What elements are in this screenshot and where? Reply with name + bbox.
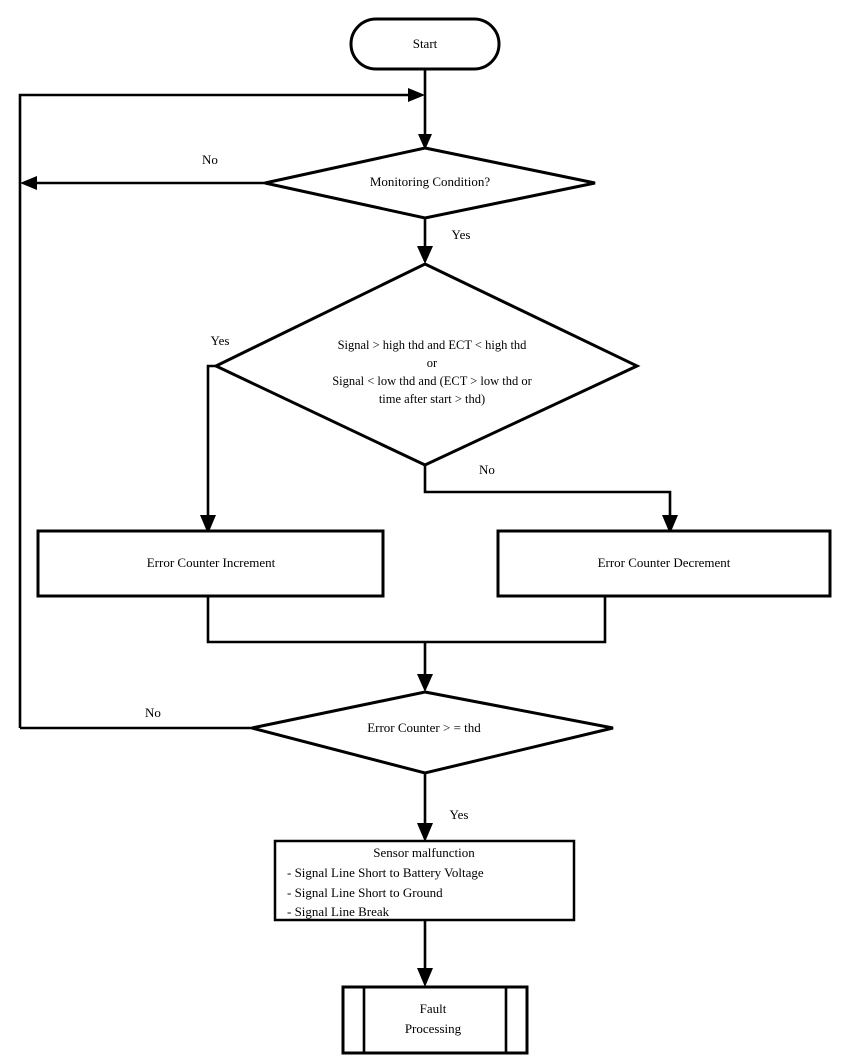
node-start-label: Start [413, 36, 438, 51]
node-signal-check-line1: Signal > high thd and ECT < high thd [338, 338, 528, 352]
edge-label-signal-yes: Yes [211, 333, 230, 348]
arrowhead-monitoring-no [20, 176, 37, 190]
edge-label-monitoring-no: No [202, 152, 218, 167]
node-error-counter-decrement-label: Error Counter Decrement [598, 555, 731, 570]
node-monitoring-condition-shape [264, 146, 596, 220]
arrowhead-start-to-monitoring [418, 134, 432, 150]
edge-label-monitoring-yes: Yes [452, 227, 471, 242]
node-fault-processing-line1: Fault [420, 1001, 447, 1016]
arrowhead-malfunction-to-fault [417, 968, 433, 987]
node-sensor-malfunction-item-2: - Signal Line Short to Ground [287, 885, 443, 900]
node-signal-check-line4: time after start > thd) [379, 392, 485, 406]
connector-signal-yes [206, 364, 238, 522]
node-sensor-malfunction-shape [273, 839, 576, 922]
node-error-counter-threshold-shape [251, 690, 614, 775]
edge-label-signal-no: No [479, 462, 495, 477]
node-sensor-malfunction-item-1: - Signal Line Short to Battery Voltage [287, 865, 484, 880]
node-sensor-malfunction-item-3: - Signal Line Break [287, 904, 390, 919]
node-signal-check-line3: Signal < low thd and (ECT > low thd or [332, 374, 532, 388]
connector-counter-merge-rail [206, 596, 607, 644]
node-monitoring-condition-label: Monitoring Condition? [370, 174, 490, 189]
arrowhead-signal-yes [200, 515, 216, 534]
edge-label-threshold-yes: Yes [450, 807, 469, 822]
arrowhead-threshold-yes [417, 823, 433, 842]
node-start-shape [349, 17, 501, 71]
node-error-counter-decrement-shape [496, 529, 832, 598]
node-error-counter-increment-shape [36, 529, 385, 598]
node-fault-processing-line2: Processing [405, 1021, 462, 1036]
node-sensor-malfunction-title: Sensor malfunction [373, 845, 475, 860]
node-signal-check-shape [212, 262, 641, 467]
connector-signal-no [423, 465, 672, 522]
arrowhead-return-to-start-line [408, 88, 425, 102]
arrowhead-monitoring-yes [417, 246, 433, 264]
node-fault-processing-shape [341, 985, 529, 1055]
edge-label-threshold-no: No [145, 705, 161, 720]
node-error-counter-increment-label: Error Counter Increment [147, 555, 276, 570]
node-signal-check-line2: or [427, 356, 438, 370]
connector-left-return-rail [18, 93, 411, 728]
arrowhead-signal-no [662, 515, 678, 534]
node-error-counter-threshold-label: Error Counter > = thd [367, 720, 481, 735]
arrowhead-merge-to-threshold [417, 674, 433, 692]
